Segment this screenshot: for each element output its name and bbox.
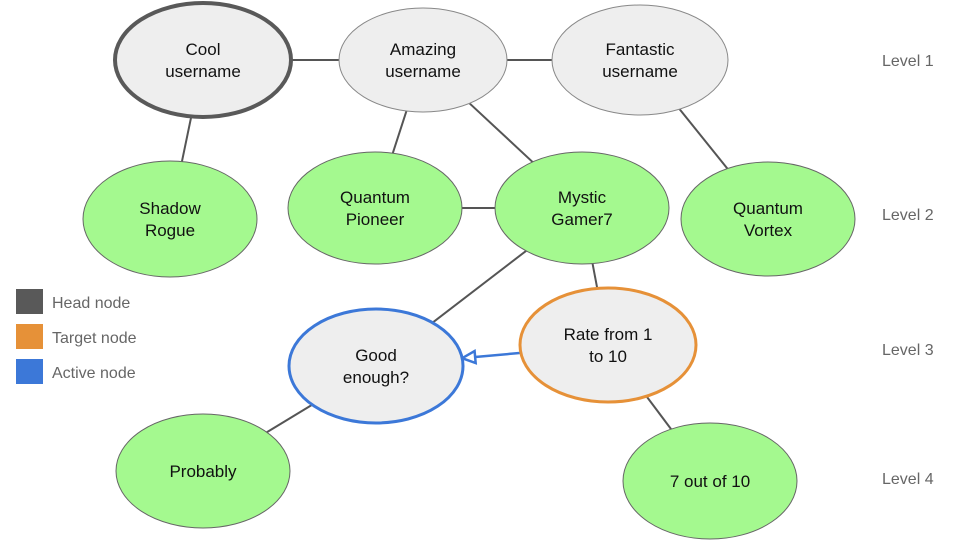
edge-cool-shadow — [180, 116, 193, 162]
level-label-4: Level 4 — [882, 471, 934, 488]
legend: Head node Target node Active node — [16, 289, 137, 384]
legend-label-active: Active node — [52, 365, 136, 382]
node-label: Quantum — [340, 188, 410, 207]
edge-amazing-pioneer — [391, 110, 408, 154]
edge-mystic-good — [431, 250, 527, 324]
node-good[interactable]: Good enough? — [287, 307, 465, 425]
node-shape[interactable] — [338, 7, 508, 113]
node-rate[interactable]: Rate from 1 to 10 — [518, 286, 698, 404]
node-label: username — [165, 62, 241, 81]
edges-layer — [180, 59, 729, 434]
node-label: Good — [355, 346, 397, 365]
level-label-1: Level 1 — [882, 53, 934, 70]
arrowhead-icon — [459, 348, 478, 365]
node-shape[interactable] — [287, 151, 463, 265]
node-label: Quantum — [733, 199, 803, 218]
edge-mystic-rate — [591, 263, 599, 289]
node-label: to 10 — [589, 347, 627, 366]
node-cool[interactable]: Cool username — [113, 1, 293, 119]
node-label: Shadow — [139, 199, 201, 218]
node-label: username — [602, 62, 678, 81]
node-fantastic[interactable]: Fantastic username — [551, 4, 729, 116]
edge-fantastic-vortex — [678, 108, 729, 170]
node-label: Mystic — [558, 188, 607, 207]
node-label: Vortex — [744, 221, 793, 240]
node-label: Cool — [186, 40, 221, 59]
edge-arrow-rate-good — [475, 351, 521, 359]
node-label: Fantastic — [606, 40, 675, 59]
node-label: 7 out of 10 — [670, 472, 750, 491]
node-probably[interactable]: Probably — [115, 413, 291, 529]
legend-swatch-target — [16, 324, 43, 349]
node-shape[interactable] — [518, 286, 698, 404]
node-shape[interactable] — [680, 161, 856, 277]
edge-amazing-mystic — [468, 102, 534, 163]
edge-rate-seven — [645, 395, 672, 430]
node-shape[interactable] — [287, 307, 465, 425]
node-amazing[interactable]: Amazing username — [338, 7, 508, 113]
node-label: Rate from 1 — [564, 325, 653, 344]
node-shape[interactable] — [113, 1, 293, 119]
node-label: Amazing — [390, 40, 456, 59]
nodes-layer: Cool username Amazing username Fantastic user… — [82, 1, 856, 540]
node-label: Probably — [169, 462, 237, 481]
level-label-3: Level 3 — [882, 342, 934, 359]
node-shape[interactable] — [622, 422, 798, 540]
node-shape[interactable] — [551, 4, 729, 116]
legend-swatch-active — [16, 359, 43, 384]
level-label-2: Level 2 — [882, 207, 934, 224]
node-seven[interactable]: 7 out of 10 — [622, 422, 798, 540]
node-label: Rogue — [145, 221, 195, 240]
node-label: Gamer7 — [551, 210, 612, 229]
edge-good-probably — [266, 403, 313, 434]
node-label: enough? — [343, 368, 409, 387]
legend-label-target: Target node — [52, 330, 137, 347]
node-label: Pioneer — [346, 210, 405, 229]
node-label: username — [385, 62, 461, 81]
legend-label-head: Head node — [52, 295, 130, 312]
level-labels: Level 1 Level 2 Level 3 Level 4 — [882, 53, 934, 488]
node-shape[interactable] — [494, 151, 670, 265]
node-shape[interactable] — [115, 413, 291, 529]
legend-swatch-head — [16, 289, 43, 314]
node-shape[interactable] — [82, 160, 258, 278]
